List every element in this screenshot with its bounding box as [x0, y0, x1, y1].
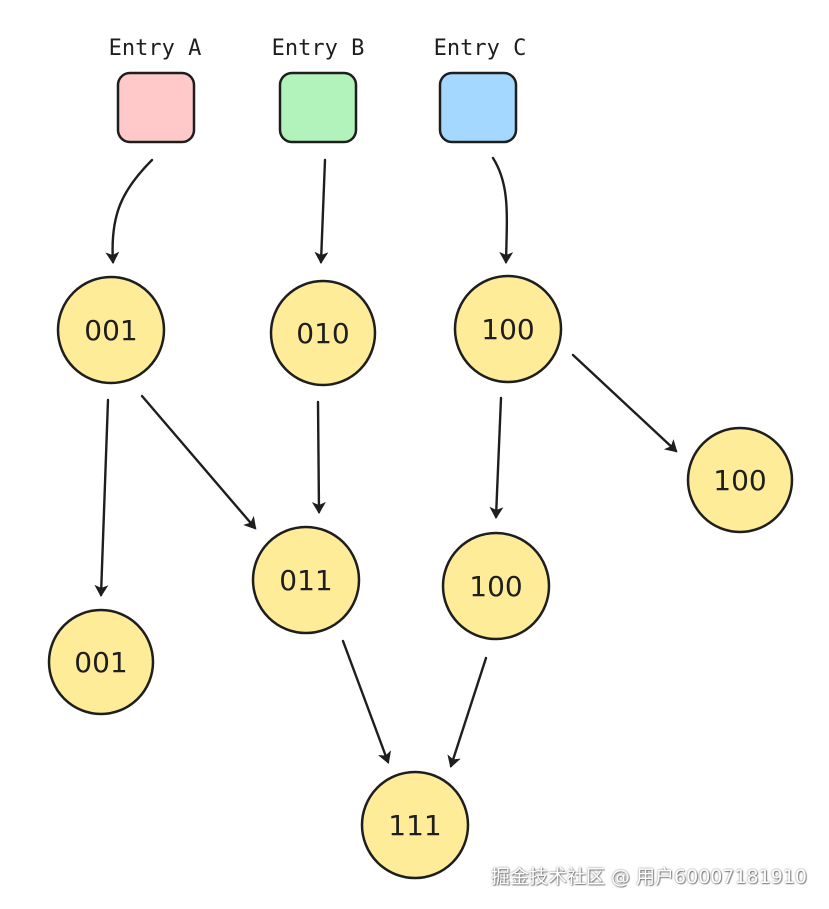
node-a1: 001 — [56, 275, 166, 385]
node-all: 111 — [360, 770, 470, 880]
node-circle — [441, 531, 551, 641]
node-b1: 010 — [269, 279, 377, 387]
arrow-entry-c-to-100 — [491, 156, 514, 264]
node-label: 001 — [84, 314, 137, 347]
arrow-011-to-111 — [341, 639, 392, 764]
watermark-text: 掘金技术社区 @ 用户60007181910 — [490, 866, 807, 888]
arrow-entry-a-to-001 — [105, 158, 154, 264]
node-label: 100 — [713, 464, 766, 497]
node-ab: 011 — [251, 525, 361, 635]
arrow-001-to-011 — [140, 394, 257, 530]
node-circle — [360, 770, 470, 880]
arrow-100-to-111 — [447, 656, 488, 768]
node-circle — [269, 279, 377, 387]
arrow-001-to-001 — [94, 398, 110, 597]
node-c3: 100 — [441, 531, 551, 641]
node-label: 111 — [388, 809, 441, 842]
node-circle — [251, 525, 361, 635]
node-label: 001 — [74, 646, 127, 679]
node-circle — [453, 274, 563, 384]
arrow-entry-b-to-010 — [314, 158, 329, 264]
node-label: 100 — [469, 570, 522, 603]
arrow-010-to-011 — [311, 400, 326, 514]
node-circle — [47, 608, 155, 716]
arrow-100-to-100-down — [489, 396, 504, 519]
entry-b-label: Entry B — [272, 36, 365, 61]
entry-c-label: Entry C — [434, 36, 527, 61]
node-label: 010 — [296, 317, 349, 350]
node-label: 011 — [279, 564, 332, 597]
entry-b-box — [278, 71, 358, 144]
node-a2: 001 — [47, 608, 155, 716]
node-c2: 100 — [686, 426, 794, 534]
entry-a-label: Entry A — [109, 36, 202, 61]
entry-c-box — [438, 71, 518, 144]
node-circle — [56, 275, 166, 385]
entry-a-box — [116, 71, 196, 144]
node-circle — [686, 426, 794, 534]
arrow-100-to-100-right — [571, 353, 678, 453]
node-c1: 100 — [453, 274, 563, 384]
node-label: 100 — [481, 313, 534, 346]
